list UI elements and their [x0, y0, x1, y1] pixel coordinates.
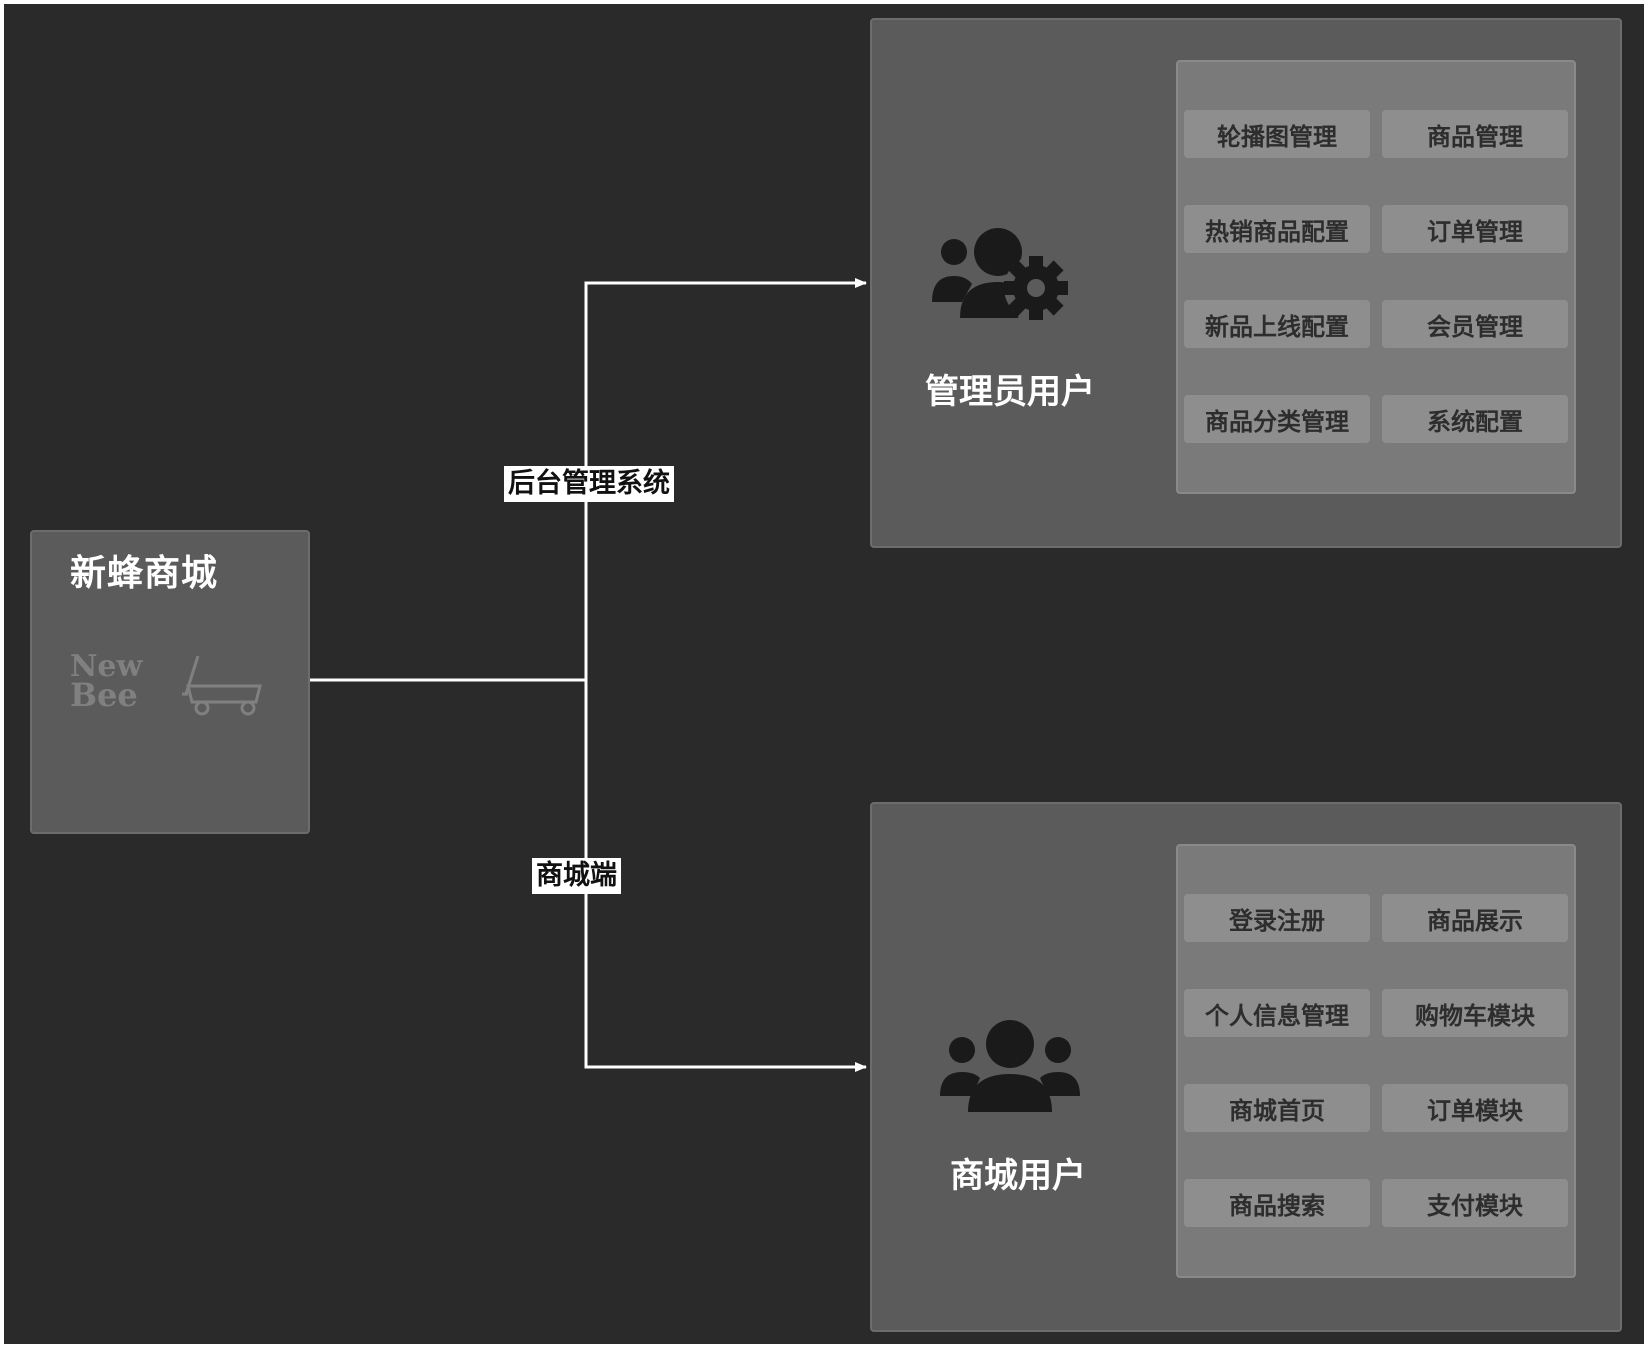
- mall-branch-arrow: [584, 680, 867, 1072]
- mall-feature-chip: 商品展示: [1382, 894, 1568, 942]
- mall-role-label: 商城用户: [950, 1156, 1086, 1196]
- mall-feature-chip: 个人信息管理: [1184, 989, 1370, 1037]
- admin-feature-chip: 商品管理: [1382, 110, 1568, 158]
- diagram-canvas: 后台管理系统 商城端 新蜂商城 New Bee: [4, 4, 1644, 1344]
- logo-text-bee: Bee: [70, 676, 138, 714]
- newbee-mall-title: 新蜂商城: [70, 553, 219, 594]
- mall-feature-chip: 商城首页: [1184, 1084, 1370, 1132]
- newbee-mall-box: 新蜂商城 New Bee: [30, 530, 310, 834]
- users-group-icon: [940, 1020, 1080, 1112]
- logo-text-new: New: [70, 650, 144, 684]
- newbee-cart-logo-icon: New Bee: [70, 650, 262, 716]
- mall-feature-chip: 订单模块: [1382, 1084, 1568, 1132]
- mall-feature-chip: 登录注册: [1184, 894, 1370, 942]
- admin-feature-chip: 订单管理: [1382, 205, 1568, 253]
- mall-feature-chip: 支付模块: [1382, 1179, 1568, 1227]
- mall-edge-label: 商城端: [532, 858, 621, 894]
- admin-feature-chip: 系统配置: [1382, 395, 1568, 443]
- mall-feature-chip: 购物车模块: [1382, 989, 1568, 1037]
- connector-lines: [310, 278, 867, 1072]
- admin-feature-chip: 新品上线配置: [1184, 300, 1370, 348]
- admin-feature-chip: 热销商品配置: [1184, 205, 1370, 253]
- admin-role-label: 管理员用户: [925, 372, 1095, 412]
- admin-feature-chip: 商品分类管理: [1184, 395, 1370, 443]
- mall-feature-chip: 商品搜索: [1184, 1179, 1370, 1227]
- admin-feature-chip: 会员管理: [1382, 300, 1568, 348]
- users-gear-icon: [932, 228, 1068, 320]
- admin-feature-chip: 轮播图管理: [1184, 110, 1370, 158]
- admin-branch-arrow: [584, 278, 867, 680]
- admin-edge-label: 后台管理系统: [504, 466, 674, 502]
